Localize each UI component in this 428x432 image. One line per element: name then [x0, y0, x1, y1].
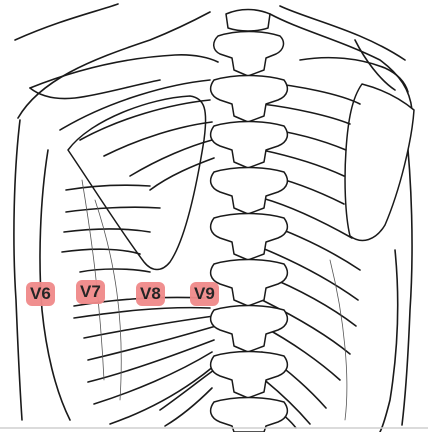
right-scapula [345, 84, 414, 240]
lead-v6-label: V6 [26, 282, 55, 306]
neck-left-outline [15, 4, 118, 40]
lead-v8-label: V8 [136, 282, 165, 306]
left-scapula [68, 96, 206, 270]
lead-v7-label: V7 [76, 280, 105, 304]
vertebral-column [211, 10, 288, 432]
left-acromion [30, 80, 160, 99]
neck-right-outline [280, 6, 405, 60]
right-arm-outline [380, 250, 398, 432]
left-body-outline [14, 120, 22, 420]
lead-v9-label: V9 [190, 282, 219, 306]
